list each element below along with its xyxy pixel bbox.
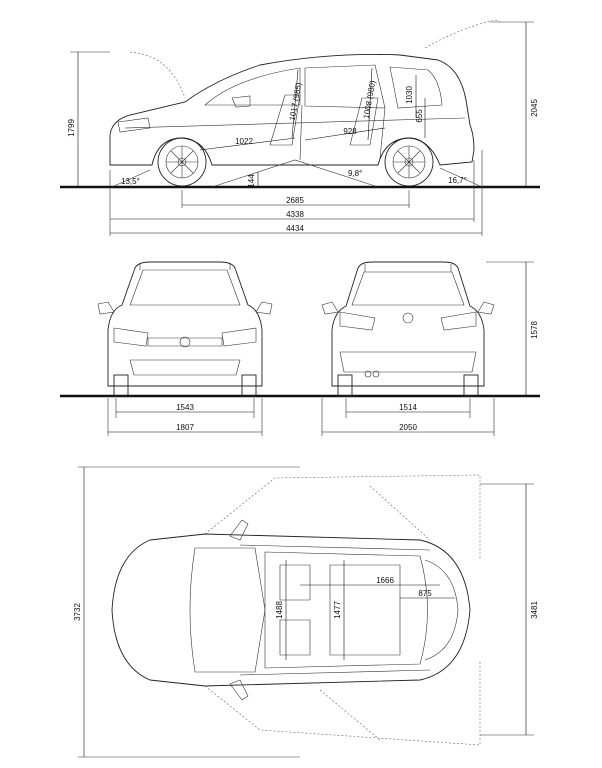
rear-exhaust [364, 370, 372, 378]
top-open-door-right [204, 660, 481, 746]
front-roof-rails [139, 261, 231, 270]
side-open-hood [129, 51, 186, 99]
front-track-label: 1543 [176, 403, 194, 412]
top-car-body [111, 533, 471, 687]
top-mirror-left [229, 519, 249, 541]
side-length-b-label: 4434 [286, 224, 304, 233]
top-elbow-front-label: 1488 [275, 601, 284, 619]
rear-view: 1514 2050 1578 [321, 261, 539, 436]
side-window-front [204, 67, 301, 106]
rear-wheel-right [463, 374, 479, 397]
rear-roof-rails [364, 261, 452, 272]
side-front-seat [269, 94, 301, 146]
rear-badge [402, 312, 414, 324]
side-rear-legroom-label: 928 [343, 127, 357, 136]
front-wheel-left [113, 374, 129, 397]
front-width-label: 1807 [176, 423, 194, 432]
rear-track-label: 1514 [399, 403, 417, 412]
side-ground-clearance-label: 144 [247, 174, 256, 188]
side-door-line [299, 104, 386, 161]
side-front-legroom-label: 1022 [235, 137, 253, 146]
side-ramp-angle-label: 9,8° [348, 169, 362, 178]
rear-wheel-left [337, 374, 353, 397]
side-length-a-label: 4338 [286, 210, 304, 219]
side-height-label: 1799 [67, 119, 76, 137]
front-badge [179, 336, 191, 348]
side-body-crease [124, 117, 466, 129]
top-roof-rail-lower [239, 669, 431, 676]
side-window-quarter [389, 66, 443, 109]
rear-bumper [339, 351, 477, 373]
side-approach-angle-label: 13,5° [121, 177, 140, 186]
side-front-wheel [157, 137, 207, 187]
side-rear-headroom-label: 1008 (980) [362, 79, 378, 119]
top-windshield [189, 547, 266, 673]
top-turning-right-label: 3481 [530, 601, 539, 619]
side-car-body [109, 53, 475, 166]
side-departure-angle-label: 16,7° [448, 176, 467, 185]
side-view: 1799 2045 2685 4338 4434 144 13,5° 16,7°… [60, 19, 540, 236]
rear-taillight-right [440, 311, 477, 331]
side-open-tailgate [424, 19, 501, 49]
front-grille [129, 337, 241, 376]
side-front-headroom-label: 1017 (985) [288, 81, 304, 121]
rear-mirror-left [321, 301, 339, 315]
front-windshield [129, 269, 241, 306]
top-view: 3732 3481 1666 875 1488 1477 [73, 466, 539, 758]
rear-mirror-right [477, 301, 495, 315]
rear-width-label: 2050 [399, 423, 417, 432]
side-tailgate-height-label: 2045 [530, 99, 539, 117]
front-view: 1543 1807 [60, 261, 540, 436]
side-load-sill-label: 655 [415, 109, 424, 123]
front-headlight-left [113, 327, 149, 347]
rear-taillight-left [339, 311, 376, 331]
side-mirror [231, 95, 251, 108]
top-rear-window [424, 559, 459, 661]
side-rear-seat [349, 97, 379, 146]
rear-window [351, 271, 465, 306]
front-car-body [107, 261, 263, 387]
front-headlight-right [221, 327, 257, 347]
side-wheelbase-label: 2685 [286, 196, 304, 205]
front-mirror-right [255, 301, 273, 315]
rear-height-label: 1578 [530, 321, 539, 339]
top-roof [264, 551, 428, 669]
side-rear-wheel [384, 137, 434, 187]
top-interior-length-label: 1666 [376, 576, 394, 585]
rear-car-body [331, 261, 485, 387]
top-cargo-length-label: 875 [418, 589, 432, 598]
side-headlight [117, 117, 151, 133]
side-cargo-height-label: 1030 [405, 86, 414, 104]
top-open-door-left [204, 474, 481, 560]
top-elbow-rear-label: 1477 [333, 601, 342, 619]
top-mirror-right [229, 679, 249, 701]
front-mirror-left [97, 301, 115, 315]
top-turning-left-label: 3732 [73, 603, 82, 621]
front-wheel-right [241, 374, 257, 397]
top-seats [279, 564, 401, 656]
top-roof-rail-upper [239, 544, 431, 551]
